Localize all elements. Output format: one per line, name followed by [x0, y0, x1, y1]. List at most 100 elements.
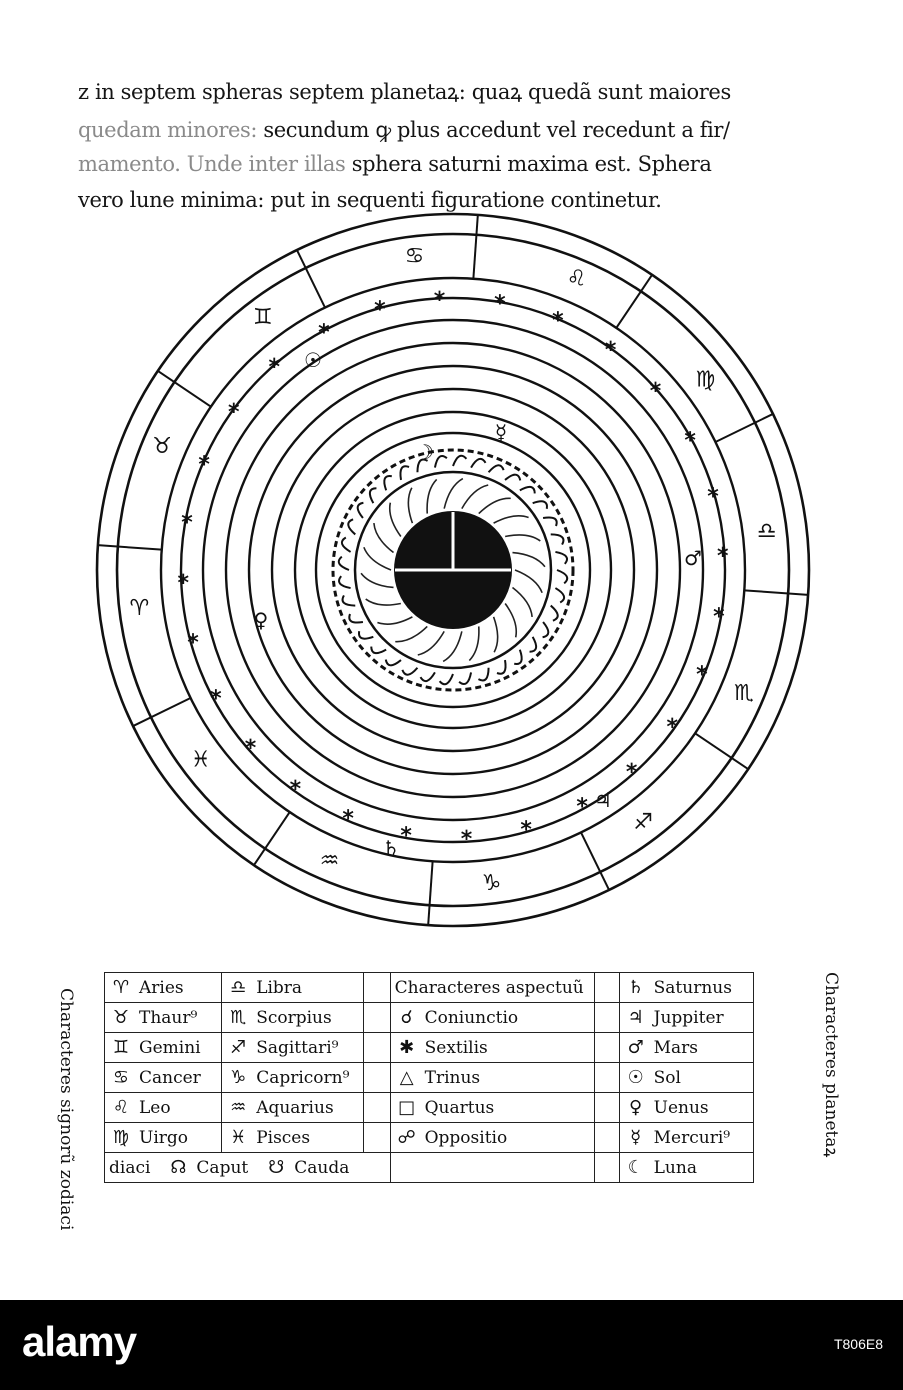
star-glyph: *: [461, 827, 473, 852]
empty-cell: [593, 1002, 620, 1033]
empty-cell: [593, 1152, 620, 1183]
sign-cell: ♏Scorpius: [221, 1002, 365, 1033]
diaci-text: diaci: [109, 1158, 151, 1178]
water-wave: [407, 487, 414, 524]
zodiac-sign-glyph: ♍: [696, 367, 716, 392]
symbol-name: Sagittari⁹: [256, 1038, 339, 1058]
planet-glyph: ♂: [684, 546, 702, 570]
zodiac-sign-glyph: ♌: [567, 267, 587, 292]
sphere-ring: [201, 318, 705, 822]
footer-bar: [0, 1300, 903, 1390]
water-wave: [493, 515, 529, 524]
flame-stroke: [532, 500, 548, 509]
symbol-glyph: ☉: [627, 1067, 644, 1088]
symbol-name: Sextilis: [424, 1038, 488, 1058]
empty-cell: [363, 1062, 391, 1093]
water-wave: [492, 616, 499, 653]
aspect-cell: ☌ Coniunctio: [389, 1002, 595, 1033]
empty-cell: [593, 1032, 620, 1063]
water-wave: [461, 484, 489, 510]
star-glyph: *: [269, 355, 281, 380]
sphere-ring: [179, 296, 727, 844]
flame-stroke: [470, 457, 487, 469]
flame-stroke: [384, 659, 402, 667]
symbol-name: Aquarius: [256, 1098, 334, 1118]
symbol-legend: Characteres signorũ zodiaci ♈Aries♎Libra…: [56, 968, 841, 1230]
sphere-ring: [159, 276, 747, 864]
zodiac-sign-glyph: ♎: [757, 519, 777, 544]
empty-cell: [593, 972, 620, 1003]
zodiac-divider: [694, 732, 749, 770]
star-glyph: *: [494, 292, 506, 317]
zodiac-sign-glyph: ♏: [734, 681, 754, 706]
star-glyph: *: [696, 662, 708, 687]
symbol-glyph: ☊: [170, 1157, 187, 1178]
flame-stroke: [496, 659, 507, 675]
sphere-ring: [293, 410, 613, 730]
zodiac-divider: [427, 861, 434, 926]
symbol-name: Luna: [653, 1158, 697, 1178]
zodiac-divider: [132, 697, 191, 727]
flame-stroke: [419, 671, 436, 683]
water-wave: [417, 630, 445, 656]
flame-stroke: [340, 536, 352, 553]
star-glyph: *: [576, 795, 588, 820]
flame-stroke: [401, 667, 419, 676]
symbol-name: Sol: [653, 1068, 681, 1088]
planet-cell: ♂Mars: [618, 1032, 755, 1063]
fixed-stars: ****************************: [178, 288, 729, 852]
symbol-name: Uirgo: [139, 1128, 189, 1148]
symbol-name: Caput: [196, 1158, 249, 1178]
aspects-header: Characteres aspectuũ: [389, 972, 595, 1003]
star-glyph: *: [713, 604, 725, 629]
symbol-name: Juppiter: [653, 1008, 724, 1028]
planet-glyph: ☽: [416, 440, 434, 464]
zodiac-divider: [253, 811, 291, 866]
legend-row: ♉Thaur⁹♏Scorpius☌Coniunctio♃Juppiter: [103, 1002, 755, 1033]
zodiac-divider: [615, 274, 653, 329]
zodiac-divider: [157, 370, 212, 408]
aspect-cell: ☍Oppositio: [389, 1122, 595, 1153]
text-line-1: z in septem spheras septem planetaꝝ: qua…: [78, 80, 731, 104]
aspect-cell: △Trinus: [389, 1062, 595, 1093]
zodiac-sign-glyph: ♈: [129, 596, 149, 621]
flame-stroke: [338, 575, 351, 590]
symbol-name: Pisces: [256, 1128, 311, 1148]
symbol-name: Coniunctio: [424, 1008, 519, 1028]
right-side-label: Characteres planetaꝝ: [821, 972, 841, 1158]
symbol-name: Mars: [653, 1038, 699, 1058]
symbol-glyph: ♋: [112, 1067, 130, 1088]
stock-logo: alamy: [22, 1318, 137, 1365]
flame-stroke: [433, 455, 448, 468]
flame-stroke: [550, 533, 565, 546]
symbol-glyph: ♏: [230, 1007, 247, 1028]
aspects-header-text: Characteres aspectuũ: [394, 977, 584, 998]
symbol-glyph: ♄: [627, 977, 644, 998]
symbol-glyph: ♐: [230, 1037, 247, 1058]
symbol-name: Oppositio: [424, 1128, 508, 1148]
planet-glyph: ☉: [304, 348, 322, 372]
water-wave: [377, 616, 413, 625]
empty-cell: [363, 1122, 391, 1153]
empty-cell: [363, 972, 391, 1003]
flame-stroke: [519, 485, 536, 494]
sign-cell: ♌Leo: [103, 1092, 223, 1123]
symbol-name: Gemini: [139, 1038, 201, 1058]
flame-stroke: [542, 621, 550, 639]
water-wave: [389, 502, 402, 537]
sphere-ring: [95, 212, 811, 928]
flame-stroke: [477, 667, 490, 682]
symbol-glyph: ♍: [112, 1127, 130, 1148]
symbol-glyph: ☋: [268, 1157, 285, 1178]
star-glyph: *: [374, 298, 386, 323]
flame-stroke: [348, 613, 364, 624]
star-glyph: *: [684, 428, 696, 453]
symbol-name: Mercuri⁹: [653, 1128, 731, 1148]
symbol-name: Aries: [139, 978, 184, 998]
sign-cell: ♎Libra: [221, 972, 365, 1003]
symbol-glyph: ☌: [400, 1007, 413, 1028]
planet-cell: ♀Uenus: [618, 1092, 755, 1123]
flame-stroke: [370, 646, 387, 655]
planet-cell: ☾Luna: [618, 1152, 755, 1183]
